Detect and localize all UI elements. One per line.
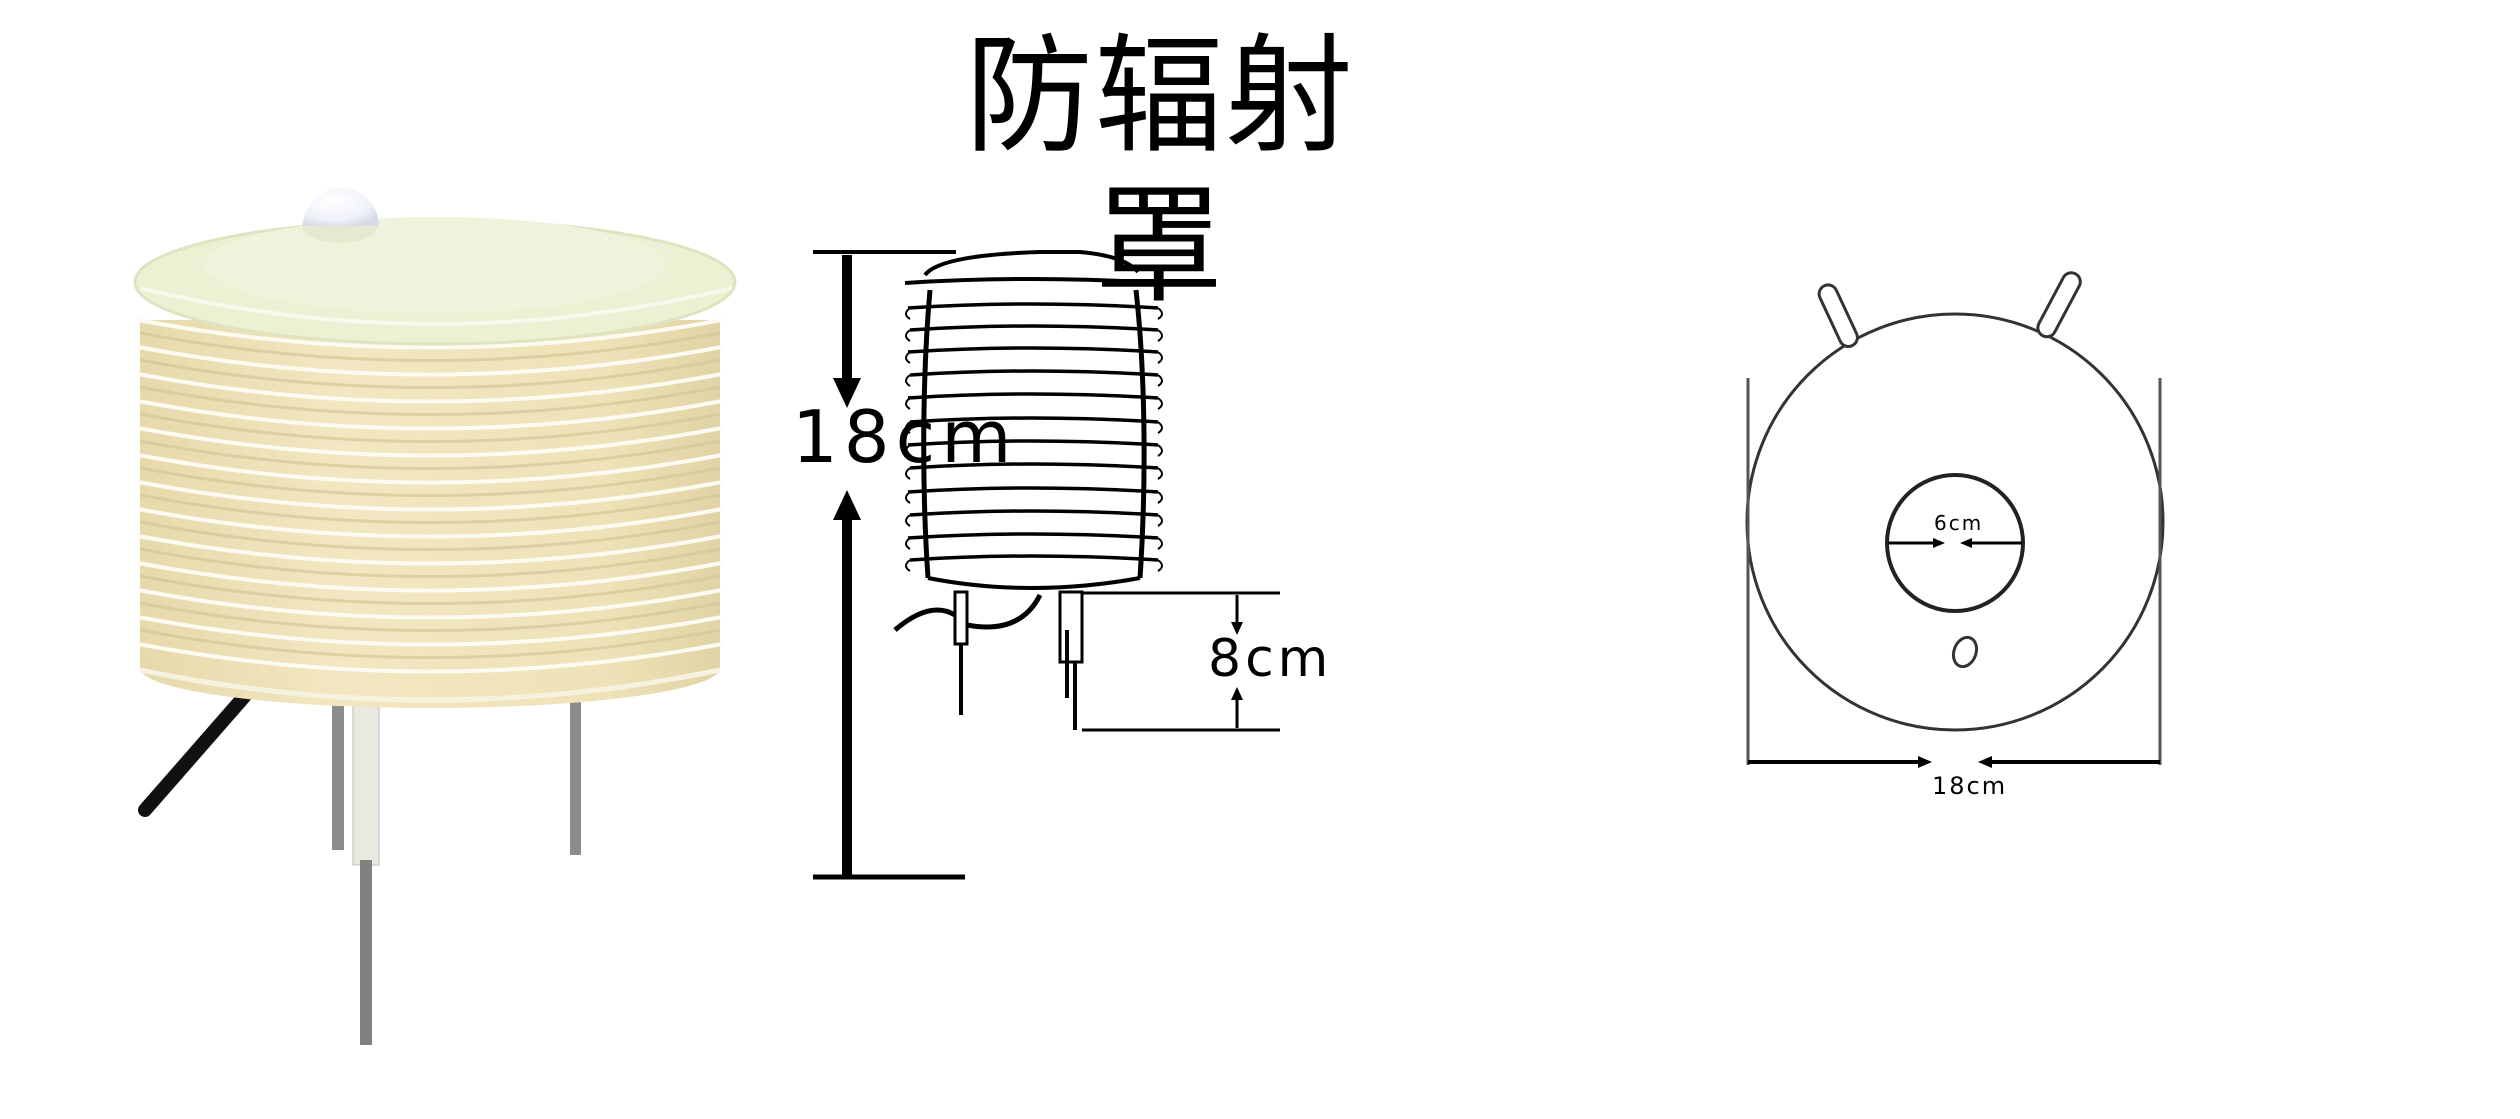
inner-diameter-label: 6cm [1934,511,1983,535]
height-label: 18cm [792,395,1017,479]
radiation-shield-photo [133,188,737,1045]
side-dimension-drawing: 18cm [780,230,1730,1030]
outer-diameter-label: 18cm [1932,772,2007,800]
arrow-left-icon [1960,538,1972,548]
arrow-up-small-icon [1231,687,1243,700]
center-hole [1885,473,2025,613]
sensor-dome-icon [303,188,379,226]
mount-slot-right [2036,271,2082,339]
leg-length-label: 8cm [1208,629,1332,689]
arrow-left-icon [1978,756,1992,768]
bottom-view-drawing: 6cm 18cm [1700,150,2520,1050]
page-title: 防辐射罩 [964,22,1355,321]
arrow-down-icon [833,378,861,408]
arrow-right-icon [1933,538,1945,548]
arrow-right-icon [1918,756,1932,768]
screw-hole [1951,635,1979,669]
mount-slot-left [1817,283,1859,348]
arrow-down-small-icon [1231,622,1243,635]
product-photo [100,170,740,1070]
lid [133,217,737,346]
ring-stack [137,318,723,708]
arrow-up-icon [833,490,861,520]
cable [138,683,257,817]
shield-outline [893,250,1163,730]
